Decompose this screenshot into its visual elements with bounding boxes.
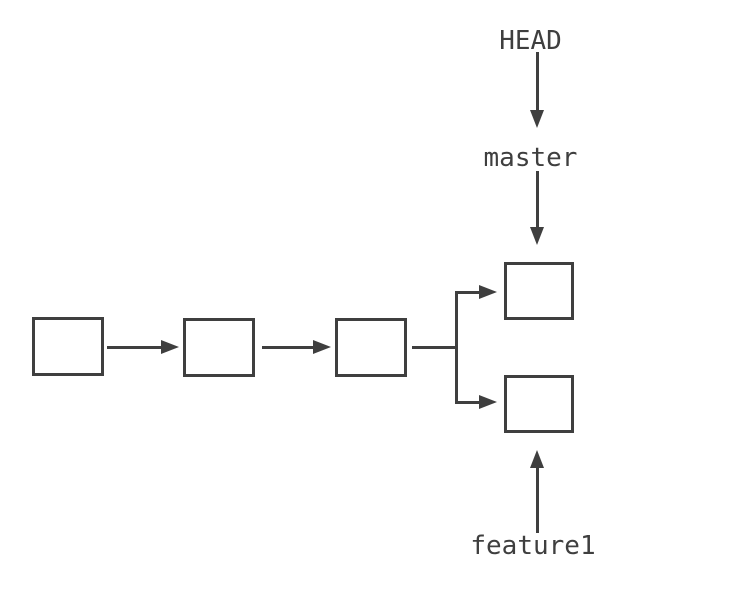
feature1-to-commit-arrow-shaft [536,467,539,533]
feature1-branch-label: feature1 [470,531,596,561]
branch-junction-line [455,291,458,404]
edge-c1-c2-shaft [107,346,163,349]
commit-node-5-feature1 [504,375,574,433]
edge-junction-c4-shaft [458,291,480,294]
edge-junction-c5-arrowhead-icon [479,395,497,409]
head-to-master-arrowhead-icon [530,110,544,128]
edge-junction-c5-shaft [458,401,480,404]
commit-node-2 [183,318,255,377]
commit-node-4-master [504,262,574,320]
edge-c2-c3-arrowhead-icon [313,340,331,354]
commit-node-3 [335,318,407,377]
master-to-commit-arrowhead-icon [530,227,544,245]
commit-node-1 [32,317,104,376]
master-branch-label: master [483,143,578,173]
master-to-commit-arrow-shaft [536,171,539,228]
head-to-master-arrow-shaft [536,52,539,111]
feature1-to-commit-arrowhead-icon [530,450,544,468]
head-label: HEAD [499,26,562,56]
edge-c1-c2-arrowhead-icon [161,340,179,354]
edge-junction-c4-arrowhead-icon [479,285,497,299]
edge-c3-junction-shaft [412,346,458,349]
edge-c2-c3-shaft [262,346,315,349]
